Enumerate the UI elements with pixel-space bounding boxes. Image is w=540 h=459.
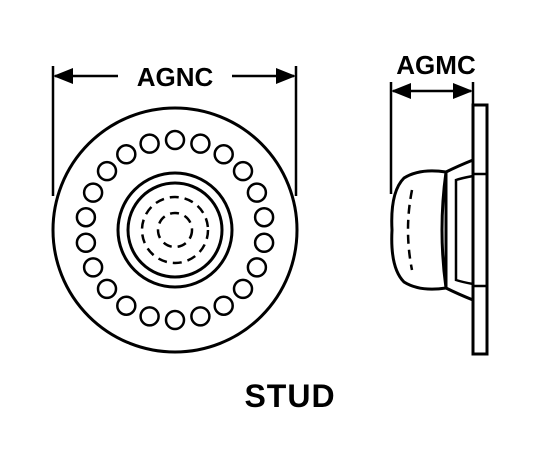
- diagram-caption: STUD: [244, 378, 335, 414]
- flange-hole: [96, 278, 118, 300]
- stud-inner-ring: [126, 181, 224, 279]
- flange-hole: [75, 206, 97, 228]
- flange-hole: [232, 160, 254, 182]
- flange-hole: [96, 160, 118, 182]
- side-view: AGMC: [389, 50, 489, 356]
- flange-hole: [246, 257, 268, 278]
- stud-head: [390, 169, 448, 291]
- outer-flange-circle: [51, 106, 299, 354]
- flange-hole: [139, 133, 160, 154]
- flange-hole: [75, 232, 97, 254]
- flange-hole: [246, 182, 268, 203]
- stud-core-dashed: [140, 195, 210, 265]
- flange-hole: [190, 306, 211, 327]
- flange-hole: [213, 144, 234, 165]
- flange-hole: [116, 144, 137, 165]
- stud-neck: [444, 158, 474, 302]
- flange-hole: [116, 295, 137, 316]
- stud-center-dashed: [156, 211, 194, 249]
- agnc-label: AGNC: [137, 62, 214, 92]
- front-view: AGNC: [51, 62, 299, 354]
- hole-ring: [75, 129, 275, 331]
- flange-hole: [82, 182, 104, 203]
- flange-hole: [164, 129, 186, 151]
- stud-head-dashed: [406, 189, 414, 271]
- flange-hole: [82, 257, 104, 278]
- flange-hole: [164, 309, 186, 331]
- flange-hole: [139, 306, 160, 327]
- flange-hole: [213, 295, 234, 316]
- stud-neck-inner: [454, 174, 474, 286]
- flange-hole: [253, 206, 275, 228]
- agmc-label: AGMC: [396, 50, 476, 80]
- flange-hole: [190, 133, 211, 154]
- flange-plate: [471, 103, 489, 356]
- stud-outer-ring: [116, 171, 234, 289]
- flange-hole: [232, 278, 254, 300]
- flange-hole: [253, 232, 275, 254]
